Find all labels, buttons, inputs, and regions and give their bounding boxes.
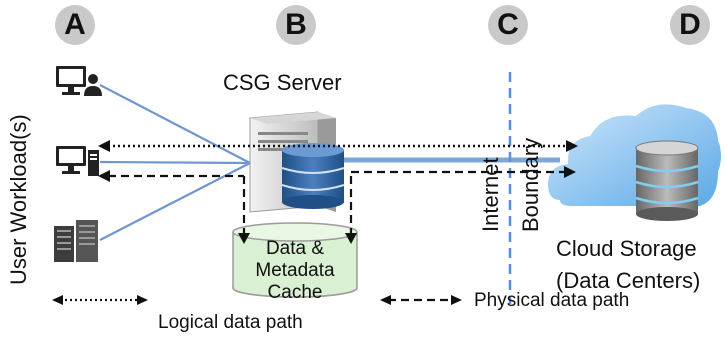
legend-physical-sample [380,295,462,305]
desktop-user-icon [56,66,102,96]
cache-label: Data & Metadata Cache [233,238,357,304]
legend-physical-label: Physical data path [474,290,630,311]
link-workload-1 [99,84,251,164]
cloud-storage-label: Cloud Storage [556,236,697,261]
logical-data-path [98,140,578,152]
cloud-icon [548,104,721,221]
server-rack-icon [54,220,98,262]
internet-label: Internet [478,157,503,232]
legend-logical-label: Logical data path [158,312,303,333]
cache-label-line2: Metadata [255,260,335,281]
data-centers-label: (Data Centers) [556,268,701,293]
physical-arrow-down-right [345,233,357,244]
physical-arrow-down-left [238,233,250,244]
cache-label-line3: Cache [267,282,323,303]
column-badge-d: D [670,5,710,45]
column-badge-b: B [276,5,316,45]
desktop-tower-icon [56,146,99,176]
legend-logical-sample [52,295,148,305]
link-workload-3 [99,162,251,241]
link-workload-2 [99,160,251,165]
csg-server-label: CSG Server [223,70,342,95]
cache-cylinder [232,222,358,298]
physical-arrow-left [98,170,110,182]
physical-arrow-right [564,166,576,178]
column-badge-c: C [488,5,528,45]
column-badge-a: A [55,5,95,45]
cache-label-line1: Data & [265,238,325,259]
user-workloads-label: User Workload(s) [6,114,31,285]
workload-links [99,84,251,241]
boundary-label: Boundary [518,137,543,232]
database-icon [281,143,345,209]
physical-data-path [108,170,566,236]
